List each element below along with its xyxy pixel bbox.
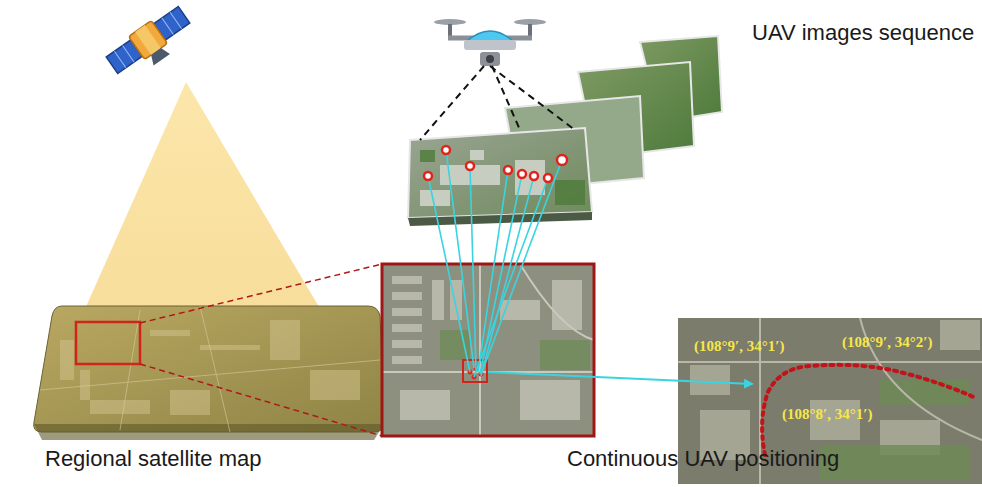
positioning-label: Continuous UAV positioning (567, 446, 839, 472)
coordinate-label: (108°9′, 34°2′) (842, 334, 932, 351)
satellite-icon (104, 3, 198, 85)
position-arrow (488, 372, 752, 384)
map-label: Regional satellite map (45, 446, 261, 472)
coordinate-label: (108°8′, 34°1′) (782, 406, 872, 423)
match-lines (428, 150, 562, 377)
satellite-map (34, 306, 384, 440)
camera-rays (420, 66, 575, 140)
zoom-leader (140, 264, 382, 436)
keypoint-marker (424, 146, 567, 182)
uav-image-stack (408, 36, 722, 226)
drone-icon (434, 19, 546, 66)
coordinate-label: (108°9′, 34°1′) (694, 338, 784, 355)
sequence-label: UAV images sequence (752, 20, 974, 46)
